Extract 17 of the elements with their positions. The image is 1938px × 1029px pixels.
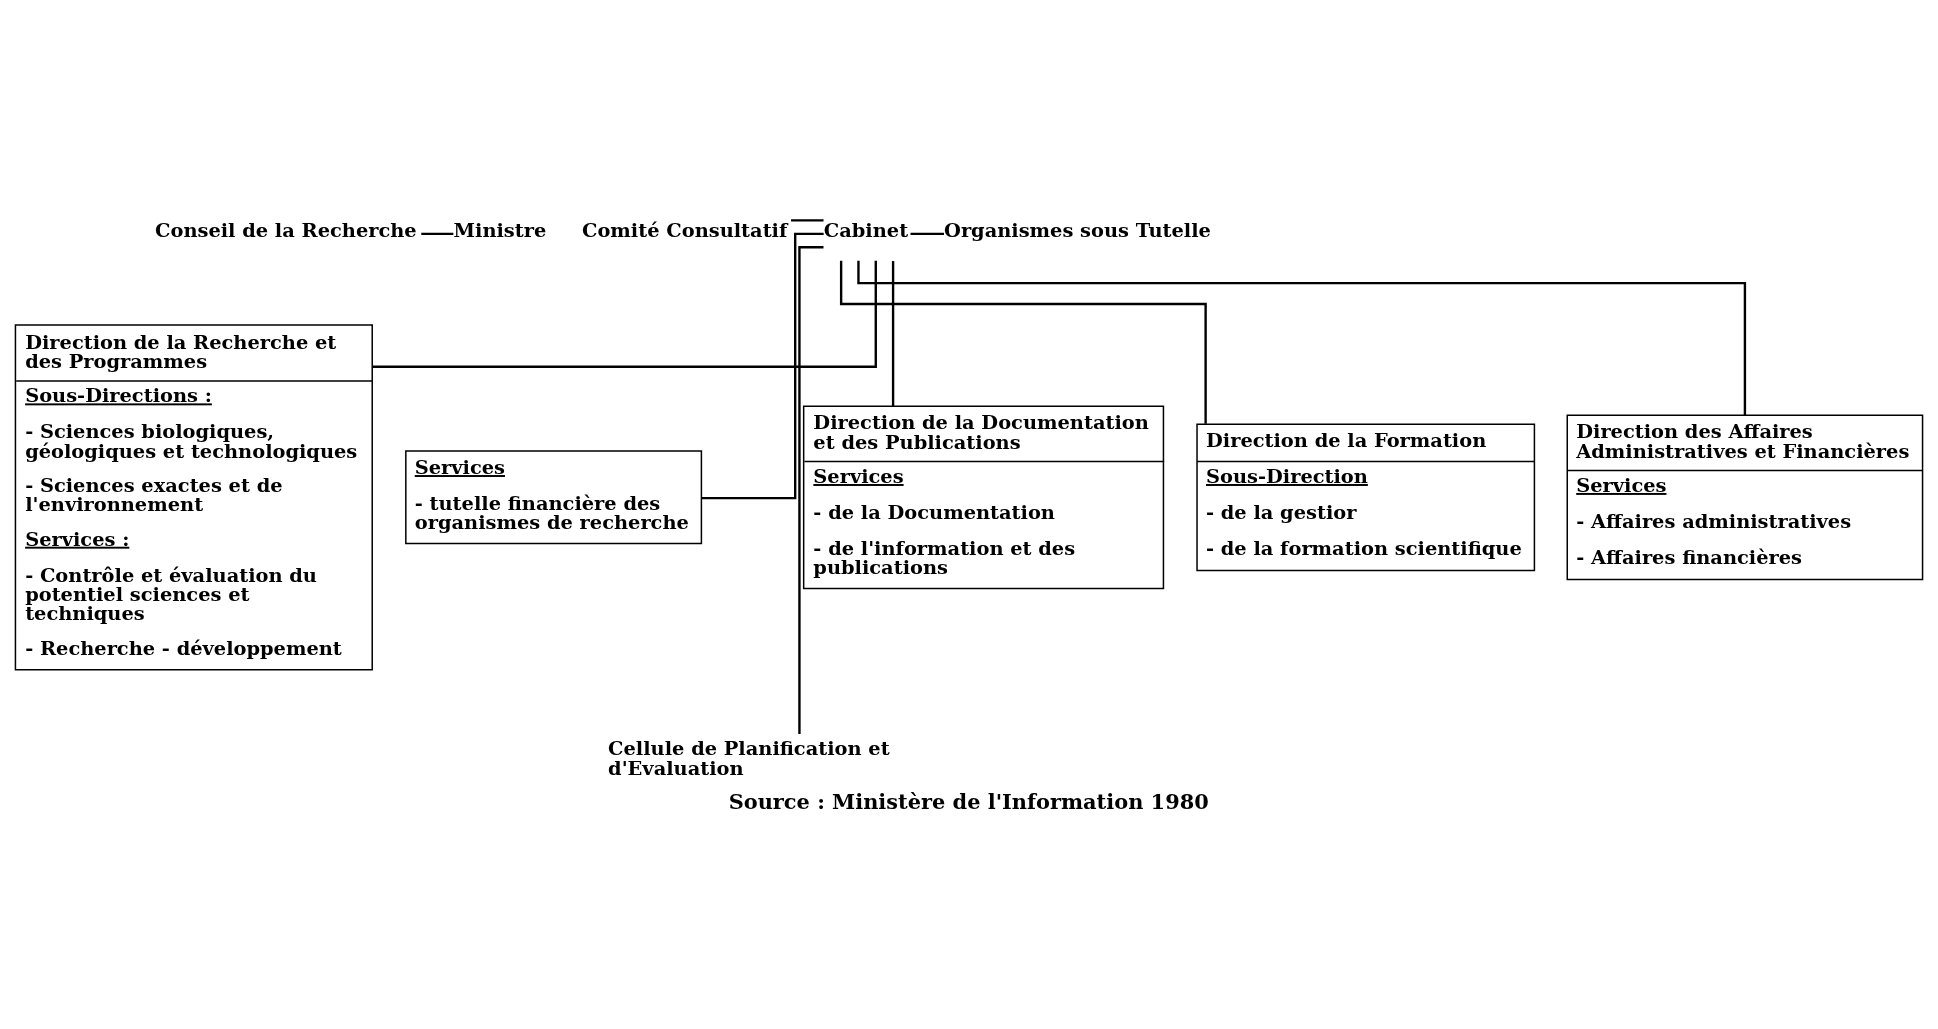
connector [798,246,824,734]
connector [857,260,1747,416]
connector [910,232,944,236]
connector [791,219,824,222]
node-box: Services - tutelle financière des organismes de recherche [405,450,703,545]
node-text: Cellule de Planification et d'Evaluation [608,737,890,780]
connector [421,232,454,236]
node-text: Comité Consultatif [581,219,788,243]
connector [701,232,824,500]
node-text: Cabinet [823,219,909,243]
connector [839,260,1207,424]
connector [891,261,895,407]
caption: Source : Ministère de l'Information 1980 [728,788,1209,814]
node-text: Conseil de la Recherche [155,219,417,243]
node-text: Ministre [453,219,547,243]
connector [372,260,877,368]
node-text: Organismes sous Tutelle [943,219,1211,243]
